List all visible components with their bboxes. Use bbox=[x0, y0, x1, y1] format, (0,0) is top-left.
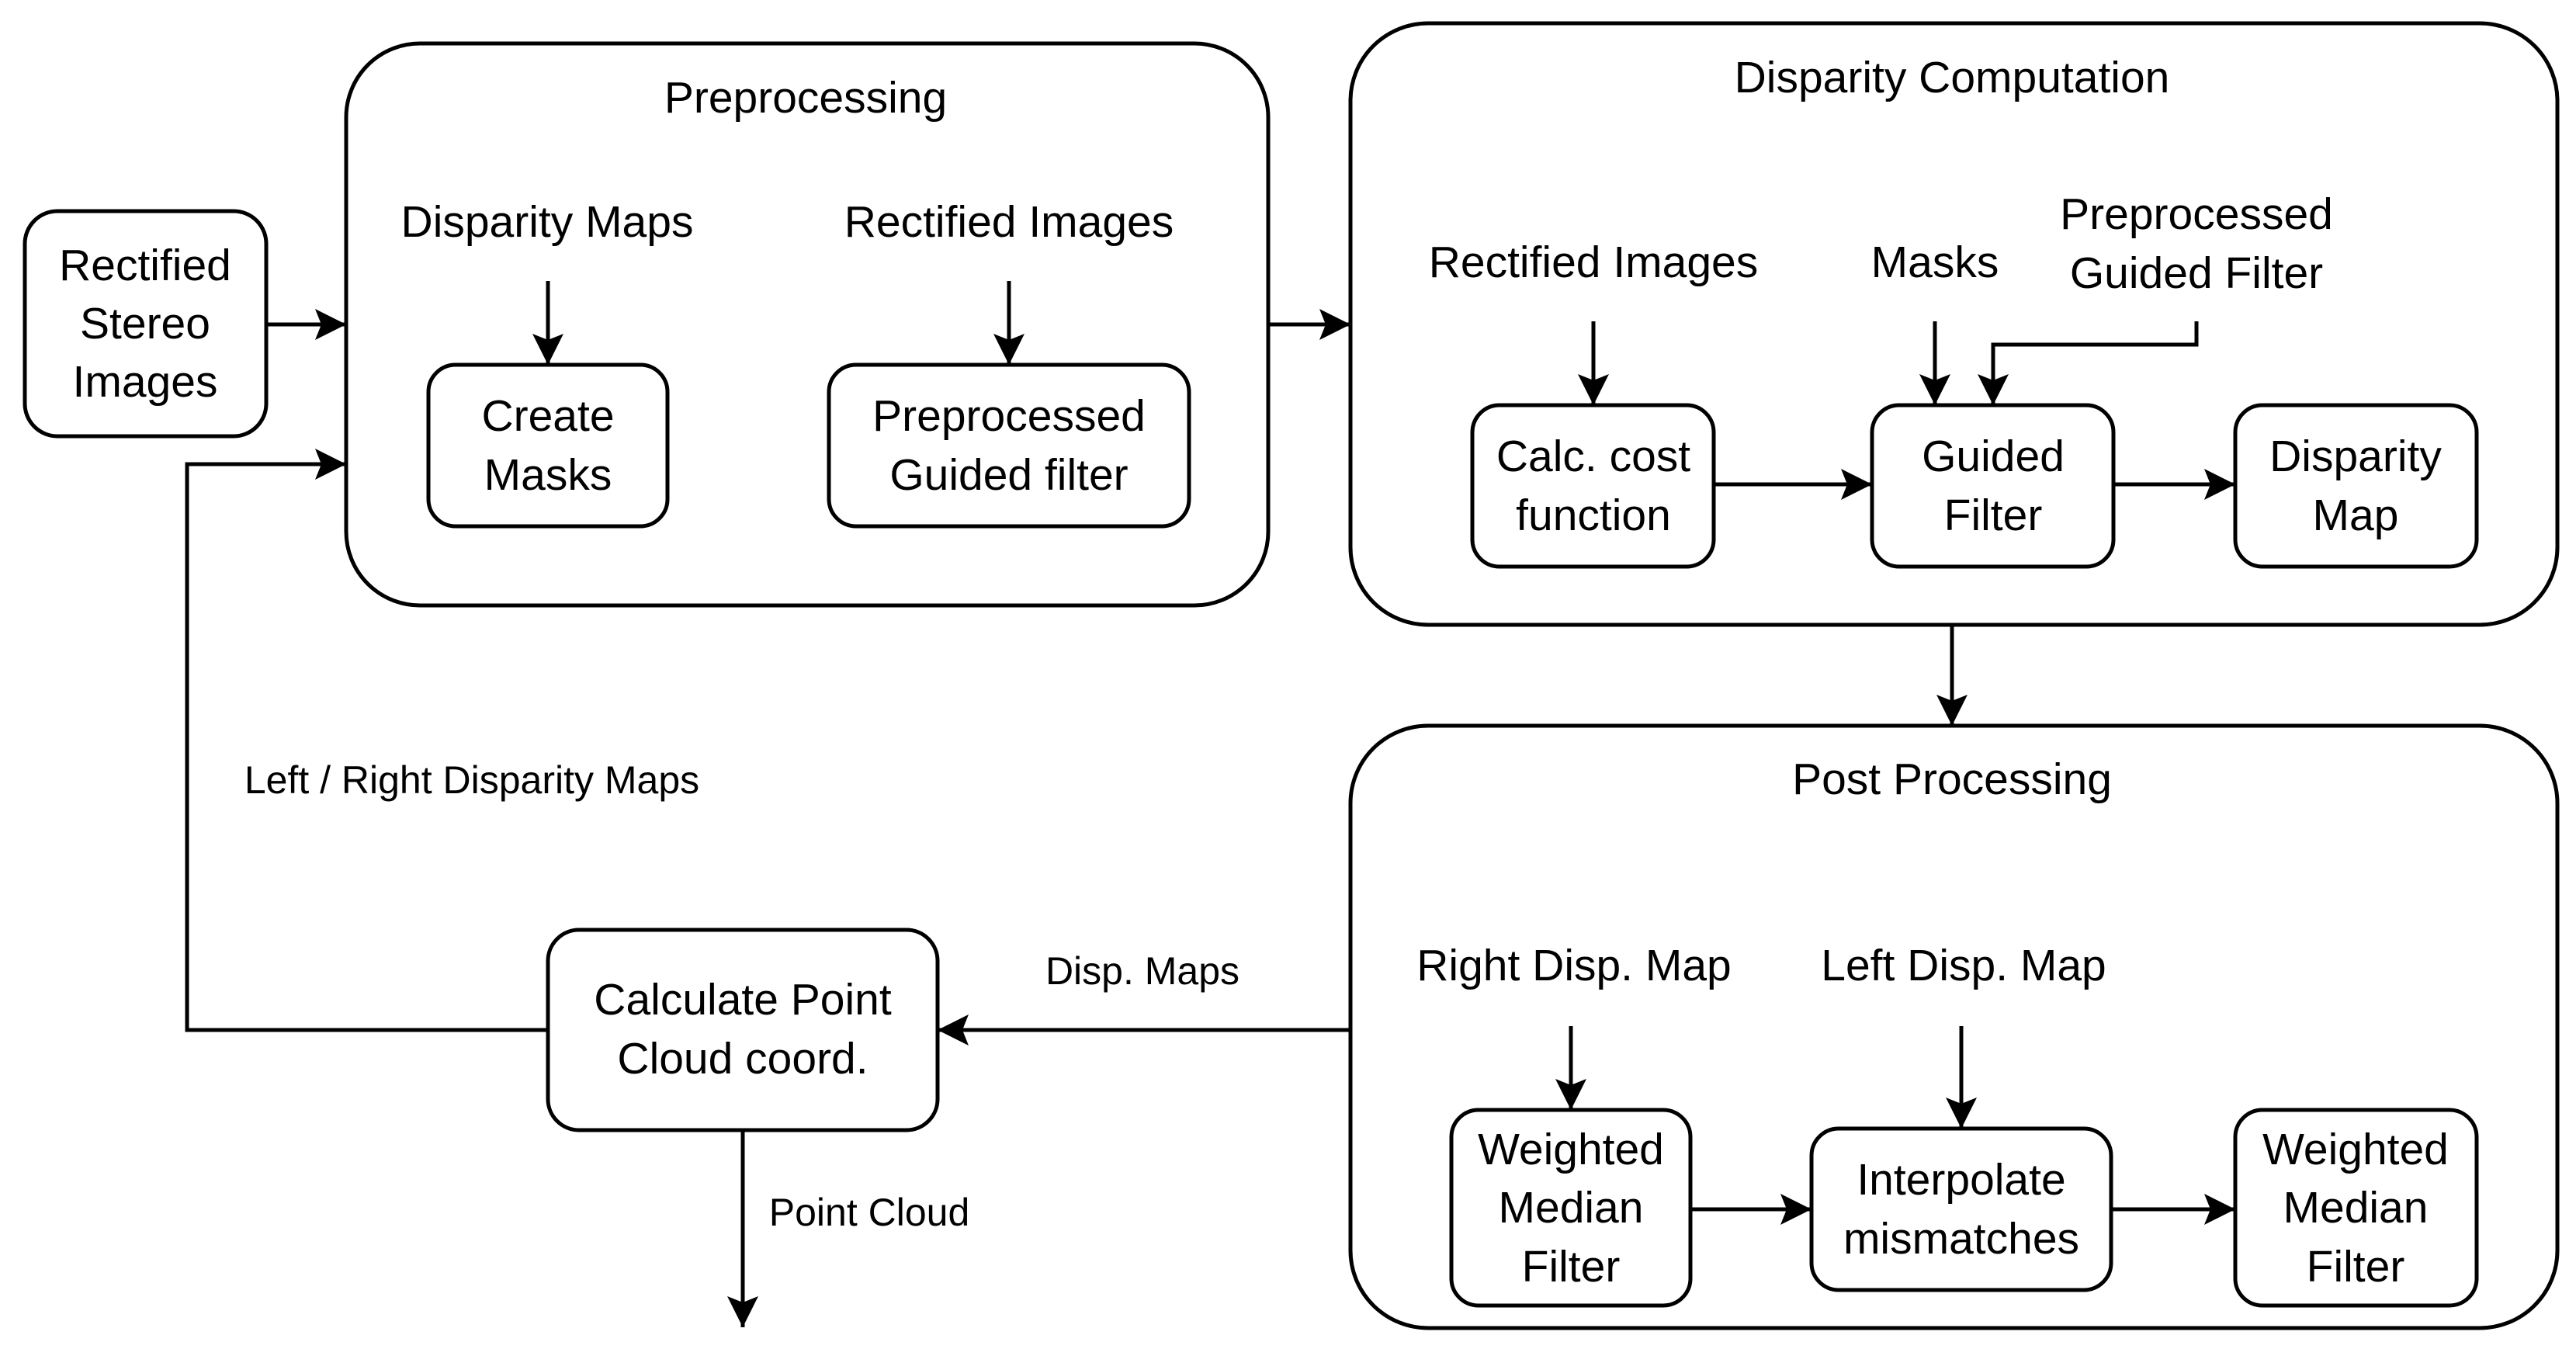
interpolate-mismatches-line2: mismatches bbox=[1843, 1214, 2079, 1264]
disparity-map-box bbox=[2233, 403, 2479, 569]
create-masks-line1: Create bbox=[481, 391, 614, 441]
dc-preprocessed-label-line2: Guided Filter bbox=[2070, 248, 2323, 298]
rectified-stereo-images-line2: Stereo bbox=[80, 299, 210, 349]
dc-preprocessed-label-line1: Preprocessed bbox=[2060, 189, 2333, 239]
disp-maps-label: Disp. Maps bbox=[1045, 949, 1239, 993]
preprocessed-guided-filter-line2: Guided filter bbox=[889, 450, 1128, 500]
post-processing-title: Post Processing bbox=[1792, 754, 2112, 804]
weighted-median-filter-2-line2: Median bbox=[2283, 1183, 2429, 1233]
calc-cost-function-line2: function bbox=[1516, 491, 1671, 540]
interpolate-mismatches-box bbox=[1809, 1126, 2113, 1292]
create-masks-line2: Masks bbox=[484, 450, 612, 500]
calculate-point-cloud-box bbox=[546, 928, 940, 1132]
dc-rectified-images-label: Rectified Images bbox=[1429, 238, 1759, 287]
left-right-disparity-maps-label: Left / Right Disparity Maps bbox=[244, 758, 699, 802]
weighted-median-filter-1-line1: Weighted bbox=[1478, 1125, 1664, 1174]
pre-disparity-maps-label: Disparity Maps bbox=[401, 197, 694, 247]
create-masks-box bbox=[426, 362, 670, 529]
weighted-median-filter-1-line2: Median bbox=[1499, 1183, 1644, 1233]
disparity-map-line2: Map bbox=[2313, 491, 2399, 540]
calculate-point-cloud-line1: Calculate Point bbox=[594, 975, 892, 1025]
calc-cost-function-box bbox=[1470, 403, 1716, 569]
arrow-feedback-to-preprocessing bbox=[185, 449, 548, 1032]
rectified-stereo-images-line3: Images bbox=[73, 357, 218, 407]
weighted-median-filter-1-line3: Filter bbox=[1522, 1242, 1621, 1292]
weighted-median-filter-2-line1: Weighted bbox=[2262, 1125, 2449, 1174]
preprocessed-guided-filter-line1: Preprocessed bbox=[872, 391, 1146, 441]
right-disp-map-label: Right Disp. Map bbox=[1416, 941, 1732, 990]
guided-filter-box bbox=[1870, 403, 2116, 569]
point-cloud-label: Point Cloud bbox=[769, 1191, 970, 1234]
weighted-median-filter-2-line3: Filter bbox=[2307, 1242, 2405, 1292]
calculate-point-cloud-line2: Cloud coord. bbox=[617, 1034, 868, 1084]
disparity-computation-title: Disparity Computation bbox=[1735, 53, 2170, 102]
dc-masks-label: Masks bbox=[1871, 238, 1999, 287]
arrow-preprocessed-to-guided-filter bbox=[1978, 321, 2199, 405]
disparity-map-line1: Disparity bbox=[2269, 432, 2442, 481]
guided-filter-line2: Filter bbox=[1944, 491, 2043, 540]
preprocessed-guided-filter-box bbox=[827, 362, 1191, 529]
pre-rectified-images-label: Rectified Images bbox=[844, 197, 1174, 247]
interpolate-mismatches-line1: Interpolate bbox=[1857, 1155, 2065, 1205]
preprocessing-title: Preprocessing bbox=[664, 73, 947, 123]
rectified-stereo-images-line1: Rectified bbox=[59, 241, 231, 290]
guided-filter-line1: Guided bbox=[1922, 432, 2065, 481]
calc-cost-function-line1: Calc. cost bbox=[1496, 432, 1690, 481]
left-disp-map-label: Left Disp. Map bbox=[1821, 941, 2106, 990]
